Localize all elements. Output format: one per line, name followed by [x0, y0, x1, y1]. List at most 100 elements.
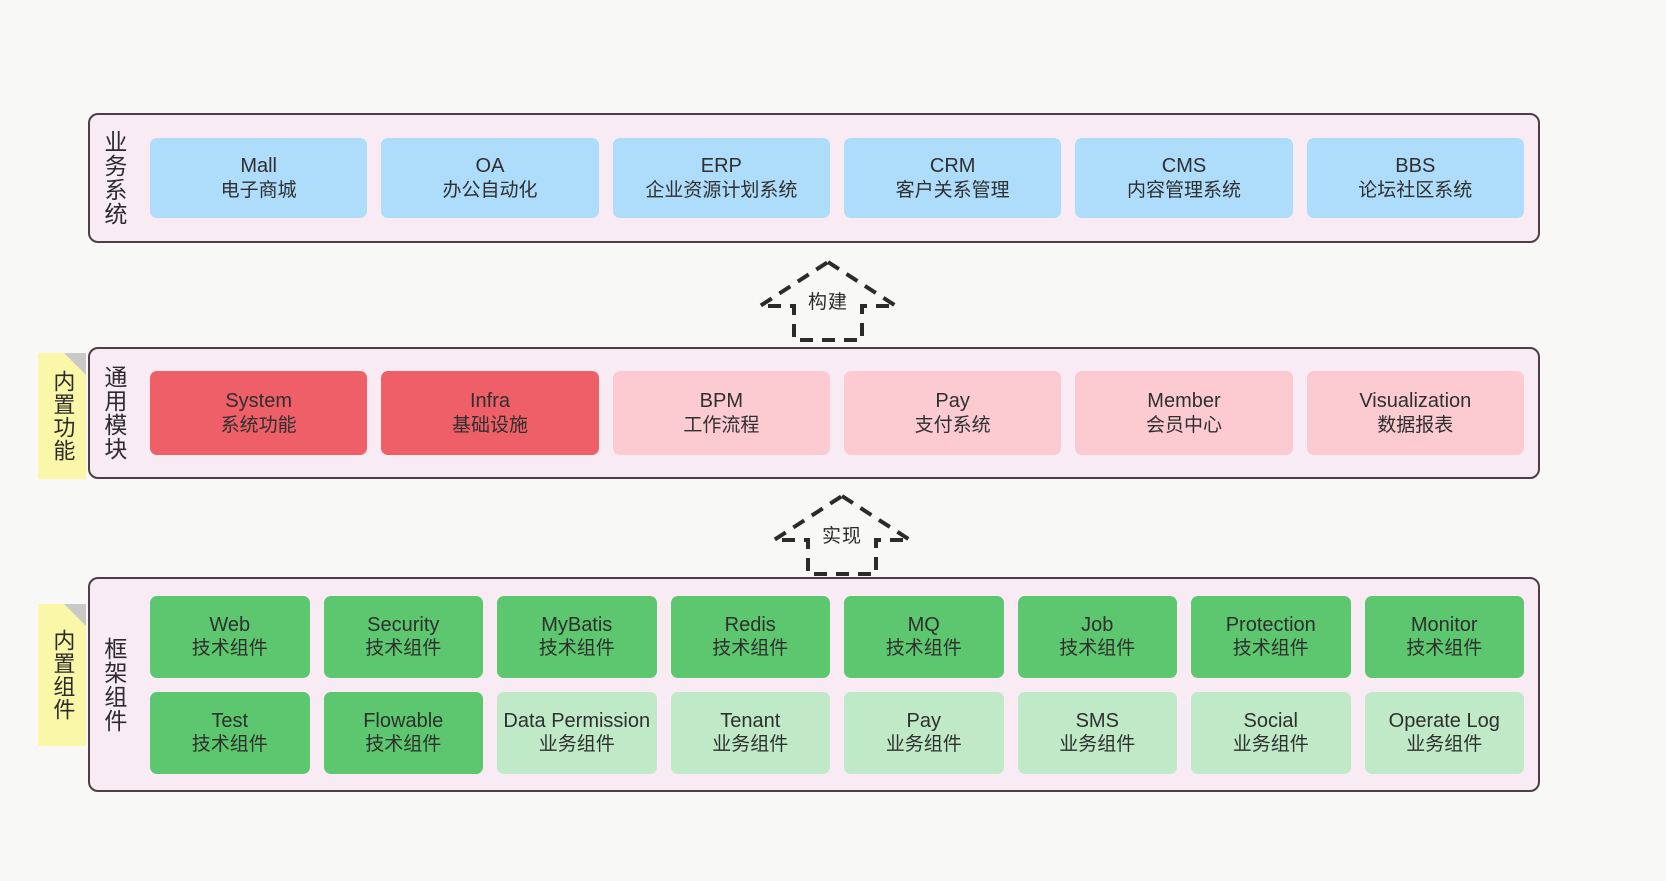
- arrow-build: 构建: [756, 258, 900, 344]
- node-title: Infra: [469, 390, 510, 413]
- layer-framework-components-label: 框架组件: [100, 636, 127, 733]
- node-title: Flowable: [363, 709, 444, 732]
- node-title: Social: [1243, 709, 1298, 732]
- node-subtitle: 数据报表: [1377, 414, 1454, 436]
- node-subtitle: 业务组件: [885, 734, 962, 756]
- node-title: Pay: [906, 709, 941, 732]
- node-title: Tenant: [720, 709, 781, 732]
- node-subtitle: 系统功能: [220, 414, 297, 436]
- note-built-in-components-label: 内置组件: [50, 629, 76, 721]
- node-subtitle: 业务组件: [1232, 734, 1309, 756]
- node-title: Pay: [935, 390, 970, 413]
- node-subtitle: 业务组件: [538, 734, 615, 756]
- node-subtitle: 技术组件: [885, 638, 962, 660]
- node-subtitle: 企业资源计划系统: [645, 179, 798, 201]
- node-subtitle: 技术组件: [1232, 638, 1309, 660]
- note-built-in-features: 内置功能: [38, 353, 86, 479]
- layer-business-system-label: 业务系统: [100, 130, 127, 226]
- node-title: OA: [475, 155, 505, 178]
- node-title: Test: [211, 709, 249, 732]
- node-title: Security: [367, 613, 440, 636]
- node-subtitle: 技术组件: [365, 638, 442, 660]
- node-title: Protection: [1225, 613, 1316, 636]
- layer-common-modules-label: 通用模块: [100, 365, 127, 461]
- node-title: Data Permission: [503, 709, 651, 732]
- node-subtitle: 支付系统: [914, 414, 991, 436]
- node-subtitle: 技术组件: [191, 638, 268, 660]
- node-subtitle: 工作流程: [683, 414, 760, 436]
- node-title: Monitor: [1410, 613, 1478, 636]
- node-subtitle: 会员中心: [1145, 414, 1222, 436]
- node-title: Web: [209, 613, 251, 636]
- node-title: Operate Log: [1388, 709, 1500, 732]
- node-title: Job: [1081, 613, 1114, 636]
- node-subtitle: 技术组件: [1406, 638, 1483, 660]
- note-fold-corner-icon: [64, 604, 86, 626]
- node-title: System: [225, 390, 292, 413]
- note-built-in-components: 内置组件: [38, 604, 86, 746]
- arrow-build-shape: [756, 259, 900, 342]
- arrow-implement-shape: [770, 493, 914, 576]
- node-title: CRM: [929, 155, 976, 178]
- node-subtitle: 论坛社区系统: [1358, 179, 1473, 201]
- node-subtitle: 业务组件: [712, 734, 789, 756]
- node-subtitle: 基础设施: [451, 414, 528, 436]
- node-subtitle: 业务组件: [1406, 734, 1483, 756]
- node-title: SMS: [1075, 709, 1119, 732]
- node-title: MQ: [907, 613, 940, 636]
- node-subtitle: 办公自动化: [442, 179, 538, 201]
- node-subtitle: 电子商城: [220, 179, 297, 201]
- node-subtitle: 技术组件: [191, 734, 268, 756]
- node-title: Member: [1147, 390, 1221, 413]
- node-subtitle: 内容管理系统: [1126, 179, 1241, 201]
- node-title: Redis: [724, 613, 776, 636]
- node-subtitle: 客户关系管理: [895, 179, 1010, 201]
- node-subtitle: 业务组件: [1059, 734, 1136, 756]
- note-fold-corner-icon: [64, 353, 86, 375]
- node-subtitle: 技术组件: [712, 638, 789, 660]
- arrow-implement: 实现: [770, 492, 914, 578]
- node-subtitle: 技术组件: [365, 734, 442, 756]
- node-subtitle: 技术组件: [538, 638, 615, 660]
- node-title: Visualization: [1359, 390, 1472, 413]
